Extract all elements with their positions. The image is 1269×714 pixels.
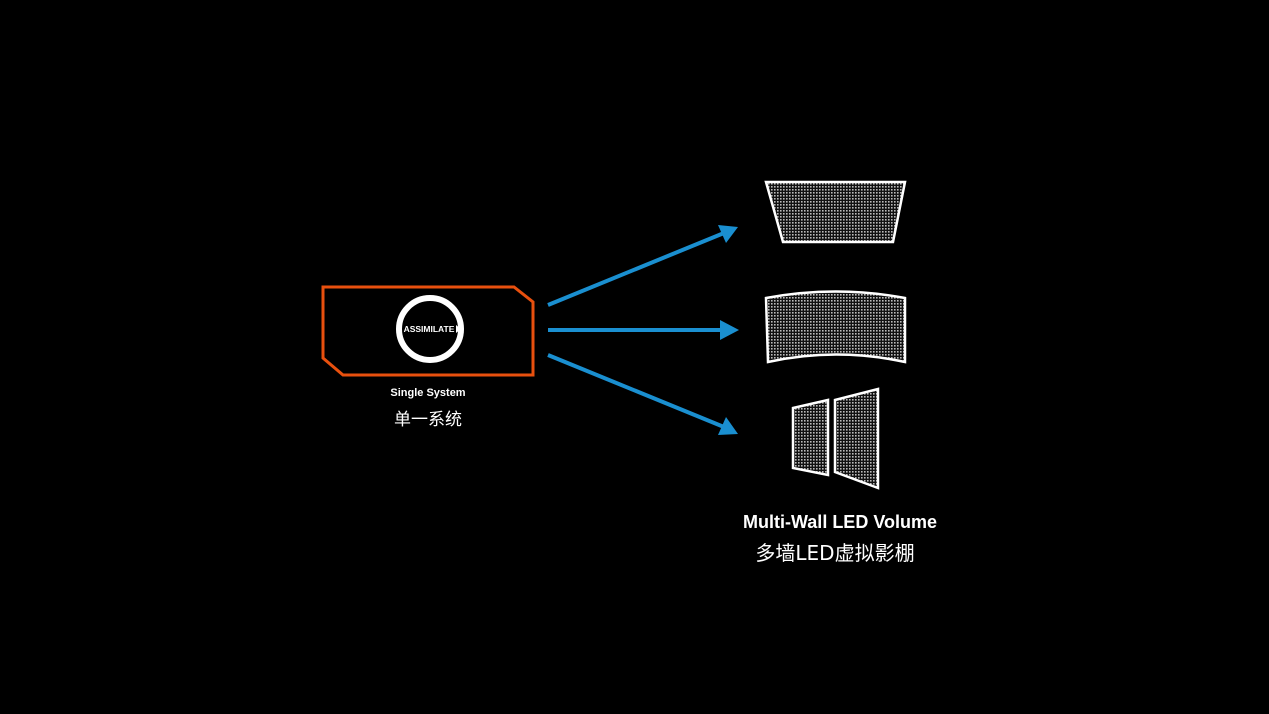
flat-led-wall-icon [764,180,907,244]
multi-wall-label-zh: 多墙LED虚拟影棚 [755,541,915,565]
arrows [547,225,739,435]
arrowhead-icon [720,320,739,340]
play-triangle-icon [456,325,461,333]
angled-led-wall-right-icon [833,387,880,490]
arrowhead-icon [718,225,738,243]
curved-led-wall-icon [764,290,907,364]
single-system-node: ASSIMILATE [321,285,535,377]
arrowhead-icon [718,417,738,435]
led-panels [764,180,907,490]
single-system-label-zh: 单一系统 [394,410,462,430]
system-frame [321,285,535,377]
single-system-label: Single System [390,387,466,399]
multi-wall-label: Multi-Wall LED Volume [743,512,937,532]
arrow-to-flat-wall [547,231,725,307]
angled-led-wall-left-icon [791,398,830,477]
assimilate-logo-text: ASSIMILATE [404,324,455,334]
arrow-to-multi-wall [547,353,725,429]
